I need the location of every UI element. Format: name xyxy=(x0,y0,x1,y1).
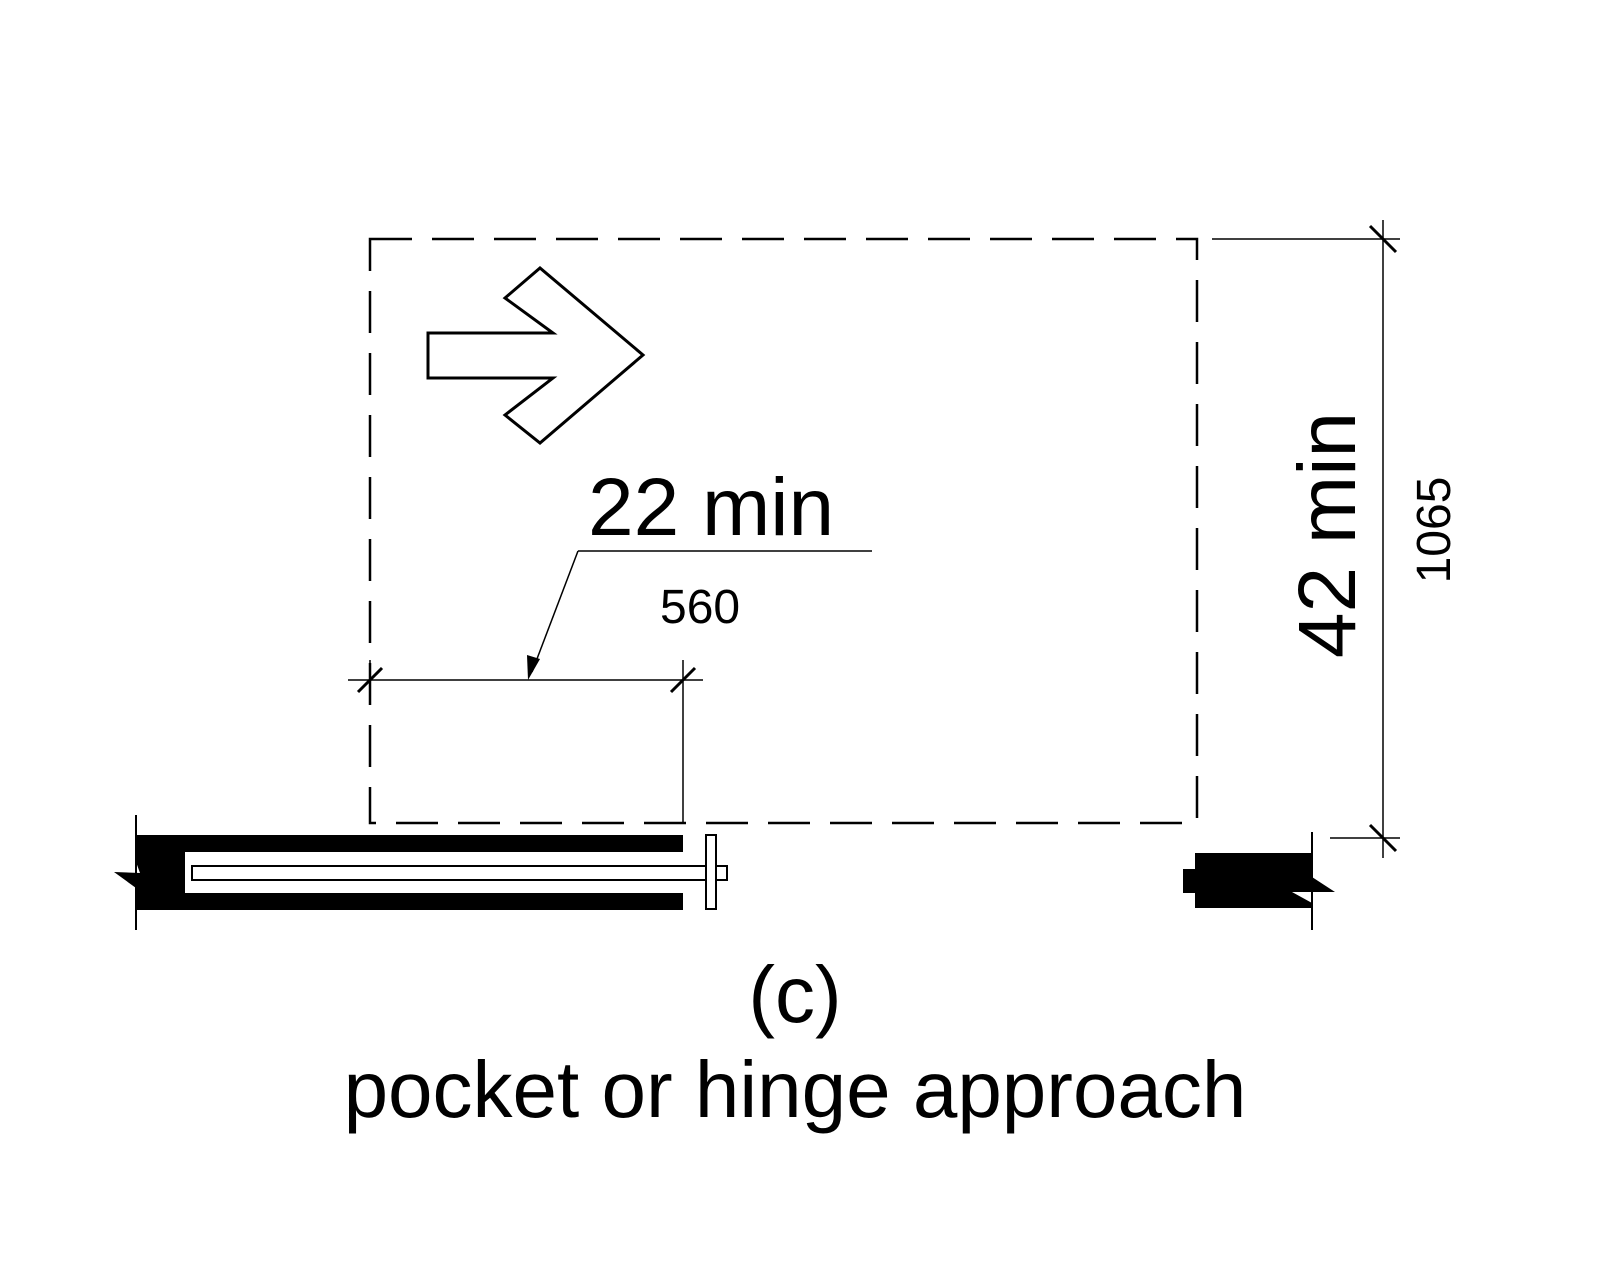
width-metric-label: 560 xyxy=(660,581,740,634)
depth-dimension xyxy=(1212,220,1400,858)
width-dimension xyxy=(348,550,872,823)
approach-direction-arrow-icon xyxy=(426,266,646,445)
clear-floor-space-boundary xyxy=(368,237,1199,825)
width-dimension-label: 22 min xyxy=(588,462,834,553)
diagram-caption: pocket or hinge approach xyxy=(344,1045,1247,1134)
depth-metric-label: 1065 xyxy=(1408,477,1461,584)
panel-letter: (c) xyxy=(748,950,841,1039)
left-wall-pocket-door xyxy=(114,815,728,930)
right-wall xyxy=(1183,832,1335,930)
depth-dimension-label: 42 min xyxy=(1282,412,1373,658)
